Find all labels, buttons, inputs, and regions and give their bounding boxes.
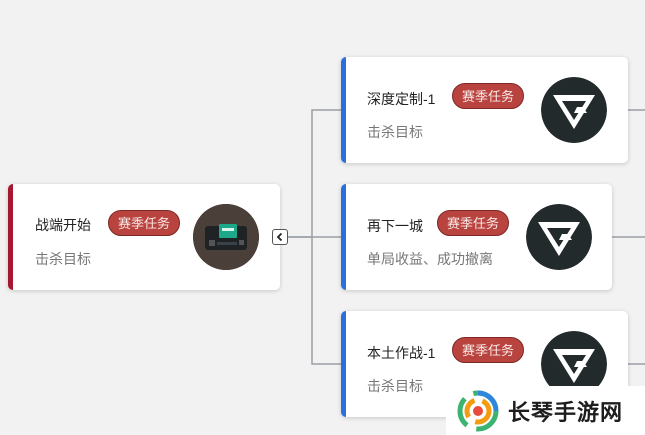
g-logo-icon — [526, 204, 592, 270]
g-logo-icon — [541, 331, 607, 397]
site-logo-icon — [457, 390, 499, 431]
child-node-card-2[interactable]: 再下一城 赛季任务 单局收益、成功撤离 — [341, 184, 612, 290]
node-subtitle: 单局收益、成功撤离 — [367, 251, 493, 267]
collapse-toggle-button[interactable] — [272, 229, 288, 245]
root-node-card[interactable]: 战端开始 赛季任务 击杀目标 — [8, 184, 280, 290]
watermark-text: 长琴手游网 — [508, 399, 624, 425]
node-subtitle: 击杀目标 — [35, 251, 91, 267]
node-subtitle: 击杀目标 — [367, 124, 423, 140]
node-subtitle: 击杀目标 — [367, 378, 423, 394]
child-node-card-1[interactable]: 深度定制-1 赛季任务 击杀目标 — [341, 57, 628, 163]
site-watermark: 长琴手游网 — [446, 386, 645, 435]
node-title: 战端开始 — [35, 217, 91, 233]
node-title: 深度定制-1 — [367, 91, 436, 107]
task-badge: 赛季任务 — [452, 83, 525, 109]
device-icon — [193, 204, 259, 270]
task-badge: 赛季任务 — [108, 210, 181, 236]
task-badge: 赛季任务 — [452, 337, 525, 363]
node-title: 本土作战-1 — [367, 345, 436, 361]
node-title: 再下一城 — [367, 218, 423, 234]
g-logo-icon — [541, 77, 607, 143]
task-badge: 赛季任务 — [437, 210, 510, 236]
chevron-left-icon — [276, 232, 283, 242]
